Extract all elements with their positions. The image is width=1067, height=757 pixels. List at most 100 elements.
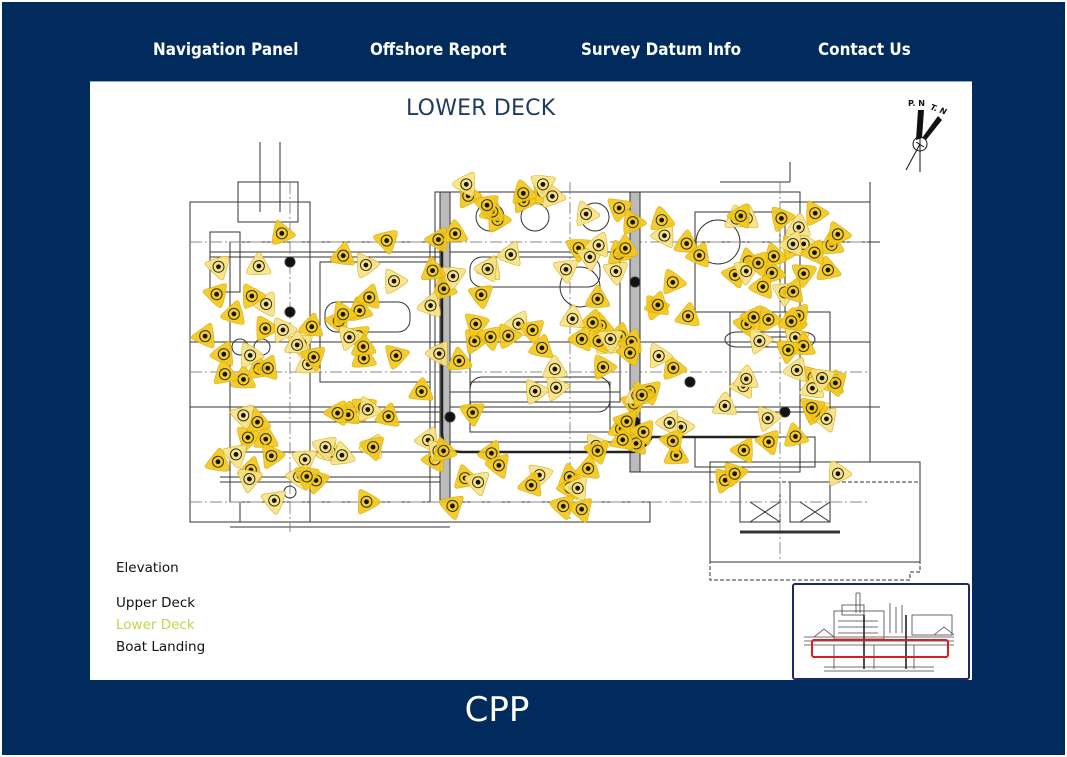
survey-point-marker[interactable] bbox=[547, 491, 574, 520]
survey-point-marker[interactable] bbox=[605, 198, 633, 223]
survey-point-marker[interactable] bbox=[435, 258, 467, 291]
survey-point-marker[interactable] bbox=[241, 251, 272, 284]
survey-point-marker[interactable] bbox=[416, 291, 449, 324]
survey-point-marker[interactable] bbox=[712, 391, 738, 415]
survey-point-marker[interactable] bbox=[567, 326, 591, 352]
survey-point-marker[interactable] bbox=[274, 317, 298, 343]
survey-point-marker[interactable] bbox=[655, 410, 678, 436]
survey-point-marker[interactable] bbox=[584, 228, 615, 258]
survey-point-marker[interactable] bbox=[447, 346, 477, 377]
survey-point-marker[interactable] bbox=[264, 219, 297, 251]
survey-point-marker[interactable] bbox=[525, 166, 557, 199]
survey-point-marker[interactable] bbox=[473, 251, 505, 283]
survey-point-marker[interactable] bbox=[647, 204, 676, 231]
survey-point-marker[interactable] bbox=[372, 222, 405, 255]
nav-survey-datum-info[interactable]: Survey Datum Info bbox=[581, 40, 742, 59]
survey-point-marker[interactable] bbox=[729, 437, 761, 468]
survey-point-marker[interactable] bbox=[751, 306, 784, 338]
survey-point-marker[interactable] bbox=[260, 490, 289, 517]
survey-point-marker[interactable] bbox=[613, 234, 644, 266]
survey-point-marker[interactable] bbox=[204, 447, 236, 480]
survey-point-marker[interactable] bbox=[442, 219, 468, 243]
survey-point-marker[interactable] bbox=[658, 422, 691, 455]
survey-point-marker[interactable] bbox=[372, 402, 400, 432]
survey-point-marker[interactable] bbox=[579, 284, 611, 316]
survey-point-marker[interactable] bbox=[517, 468, 547, 497]
survey-point-marker[interactable] bbox=[461, 466, 490, 497]
level-boat-landing[interactable]: Boat Landing bbox=[116, 639, 206, 655]
survey-point-marker[interactable] bbox=[615, 209, 648, 241]
survey-point-marker[interactable] bbox=[208, 341, 234, 368]
survey-point-marker[interactable] bbox=[349, 253, 381, 283]
survey-point-marker[interactable] bbox=[741, 322, 774, 355]
survey-point-marker[interactable] bbox=[563, 475, 587, 502]
survey-point-marker[interactable] bbox=[358, 396, 383, 423]
survey-point-marker[interactable] bbox=[424, 341, 448, 367]
survey-point-marker[interactable] bbox=[597, 330, 624, 354]
survey-point-marker[interactable] bbox=[650, 217, 682, 248]
survey-point-marker[interactable] bbox=[576, 239, 608, 272]
survey-point-marker[interactable] bbox=[821, 456, 853, 487]
survey-point-marker[interactable] bbox=[308, 431, 337, 461]
survey-point-marker[interactable] bbox=[288, 459, 320, 492]
survey-point-marker[interactable] bbox=[754, 423, 787, 456]
survey-point-marker[interactable] bbox=[770, 332, 802, 365]
survey-point-marker[interactable] bbox=[748, 273, 772, 300]
survey-point-marker[interactable] bbox=[744, 244, 777, 277]
survey-point-marker[interactable] bbox=[468, 285, 495, 310]
level-upper-deck[interactable]: Upper Deck bbox=[116, 595, 196, 611]
survey-point-marker[interactable] bbox=[777, 306, 806, 332]
survey-point-marker[interactable] bbox=[358, 489, 381, 515]
survey-point-marker[interactable] bbox=[777, 278, 803, 306]
survey-point-marker[interactable] bbox=[495, 241, 521, 269]
survey-point-marker[interactable] bbox=[435, 490, 464, 520]
survey-point-marker[interactable] bbox=[781, 356, 807, 384]
survey-point-marker[interactable] bbox=[583, 440, 613, 468]
survey-point-marker[interactable] bbox=[778, 230, 803, 258]
survey-point-marker[interactable] bbox=[300, 339, 333, 372]
survey-point-marker[interactable] bbox=[491, 323, 523, 353]
survey-point-marker[interactable] bbox=[642, 338, 674, 369]
survey-point-marker[interactable] bbox=[381, 345, 410, 372]
survey-point-marker[interactable] bbox=[537, 354, 569, 386]
survey-point-marker[interactable] bbox=[408, 376, 435, 401]
survey-point-marker[interactable] bbox=[749, 400, 782, 432]
survey-point-marker[interactable] bbox=[641, 291, 669, 321]
survey-point-marker[interactable] bbox=[229, 404, 258, 432]
survey-point-marker[interactable] bbox=[295, 312, 324, 343]
survey-point-marker[interactable] bbox=[248, 310, 280, 341]
nav-offshore-report[interactable]: Offshore Report bbox=[370, 40, 507, 59]
survey-point-marker[interactable] bbox=[568, 200, 601, 232]
survey-point-marker[interactable] bbox=[519, 320, 547, 346]
survey-point-marker[interactable] bbox=[331, 319, 364, 352]
survey-point-marker[interactable] bbox=[220, 300, 253, 333]
survey-point-marker[interactable] bbox=[204, 248, 237, 281]
survey-point-marker[interactable] bbox=[202, 283, 233, 311]
survey-point-marker[interactable] bbox=[355, 283, 388, 316]
survey-point-marker[interactable] bbox=[421, 256, 451, 287]
survey-point-marker[interactable] bbox=[284, 330, 311, 354]
survey-point-marker[interactable] bbox=[262, 443, 286, 469]
survey-point-marker[interactable] bbox=[252, 354, 278, 382]
survey-point-marker[interactable] bbox=[578, 306, 609, 334]
survey-point-marker[interactable] bbox=[716, 455, 749, 488]
survey-point-marker[interactable] bbox=[518, 379, 550, 409]
survey-point-marker[interactable] bbox=[791, 257, 821, 288]
level-lower-deck[interactable]: Lower Deck bbox=[116, 617, 195, 633]
survey-point-marker[interactable] bbox=[586, 349, 618, 380]
survey-point-marker[interactable] bbox=[326, 241, 355, 272]
survey-point-marker[interactable] bbox=[624, 377, 656, 409]
survey-point-marker[interactable] bbox=[476, 319, 509, 352]
survey-point-marker[interactable] bbox=[330, 441, 359, 472]
survey-point-marker[interactable] bbox=[508, 177, 537, 205]
survey-point-marker[interactable] bbox=[432, 437, 461, 466]
survey-point-marker[interactable] bbox=[377, 268, 409, 299]
survey-point-marker[interactable] bbox=[798, 200, 830, 231]
survey-point-marker[interactable] bbox=[800, 235, 831, 265]
survey-point-marker[interactable] bbox=[669, 229, 699, 261]
survey-point-marker[interactable] bbox=[455, 396, 485, 427]
survey-point-marker[interactable] bbox=[552, 251, 584, 284]
nav-contact-us[interactable]: Contact Us bbox=[818, 40, 911, 59]
survey-point-marker[interactable] bbox=[615, 341, 647, 371]
survey-point-marker[interactable] bbox=[483, 451, 509, 479]
